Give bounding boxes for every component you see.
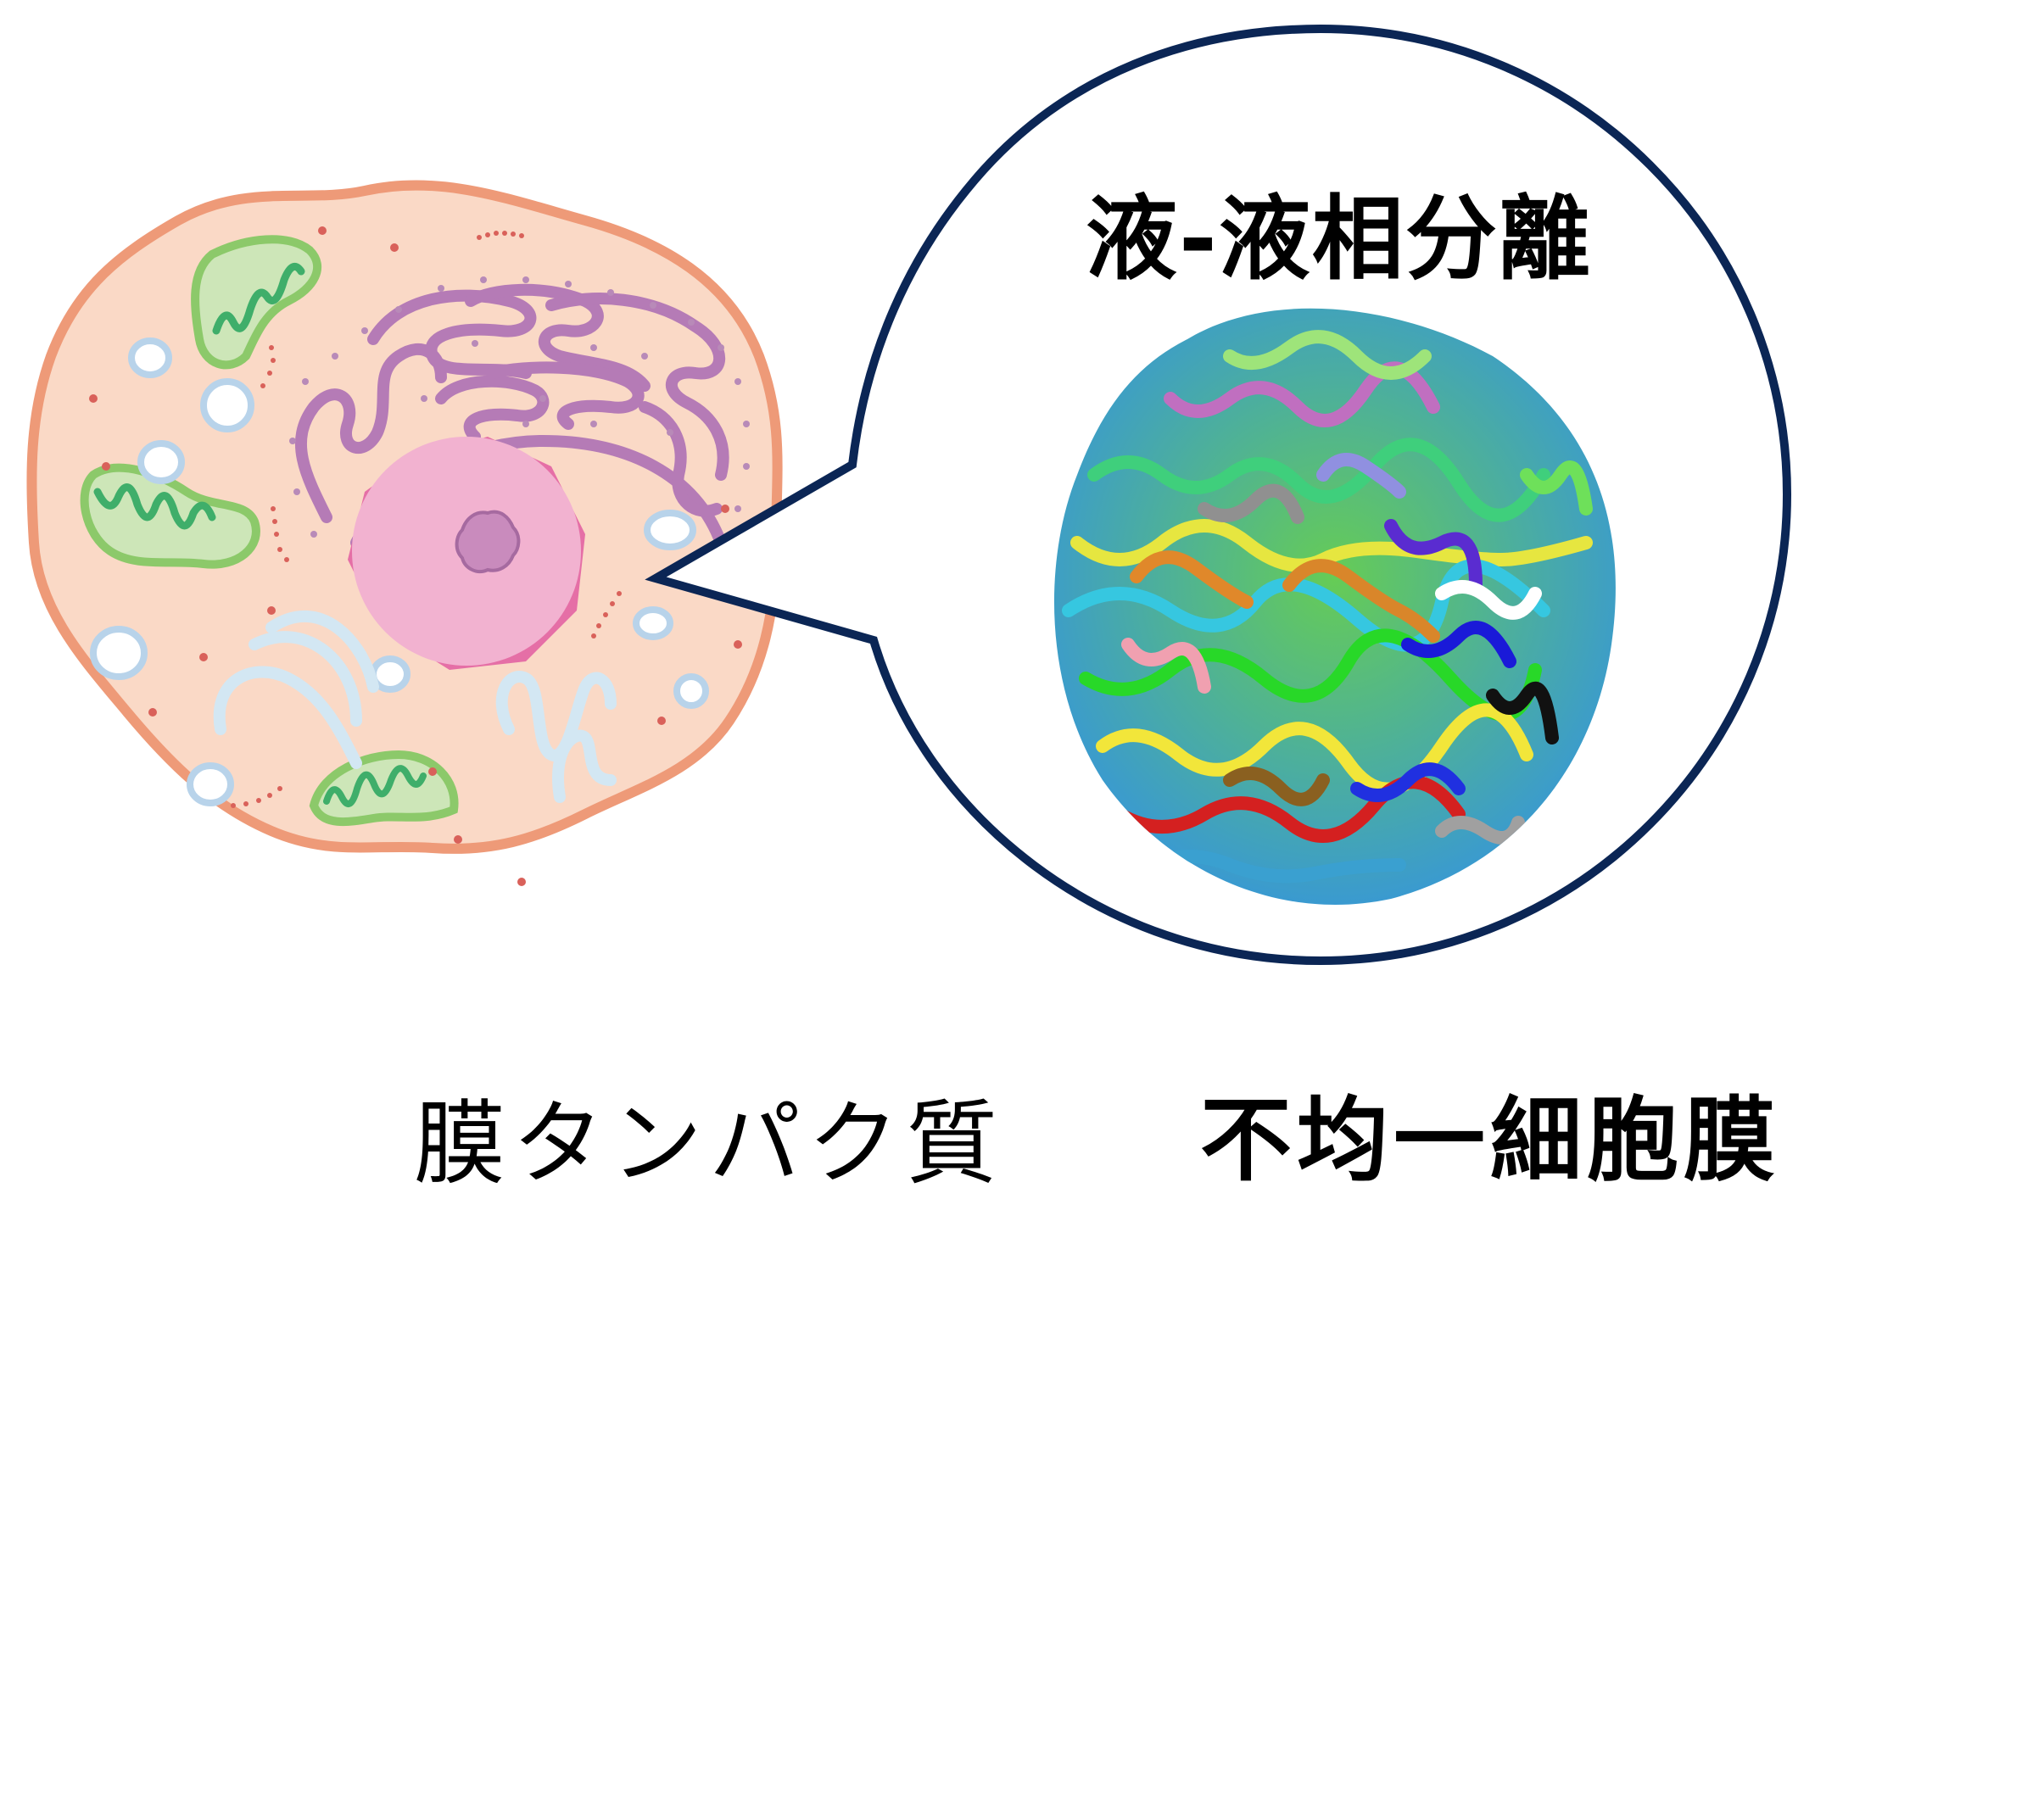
mitochondrion (80, 463, 260, 569)
cell-illustration (26, 180, 783, 886)
llps-title: 液-液相分離 (1086, 187, 1592, 293)
endoplasmic-reticulum (295, 283, 729, 549)
ribosome-dots (289, 276, 750, 538)
cytoplasm-dots (89, 226, 751, 886)
condensate-simulation-image (1053, 308, 1616, 906)
nucleolus (455, 510, 521, 574)
smooth-er (213, 611, 617, 803)
mitochondrion (191, 235, 322, 370)
nucleus (348, 437, 585, 670)
heterogeneous-membrane-title: 不均一細胞膜 (1200, 1088, 1781, 1194)
membrane-protein-title: 膜タンパク質 (414, 1091, 1005, 1197)
vesicles (90, 337, 709, 806)
